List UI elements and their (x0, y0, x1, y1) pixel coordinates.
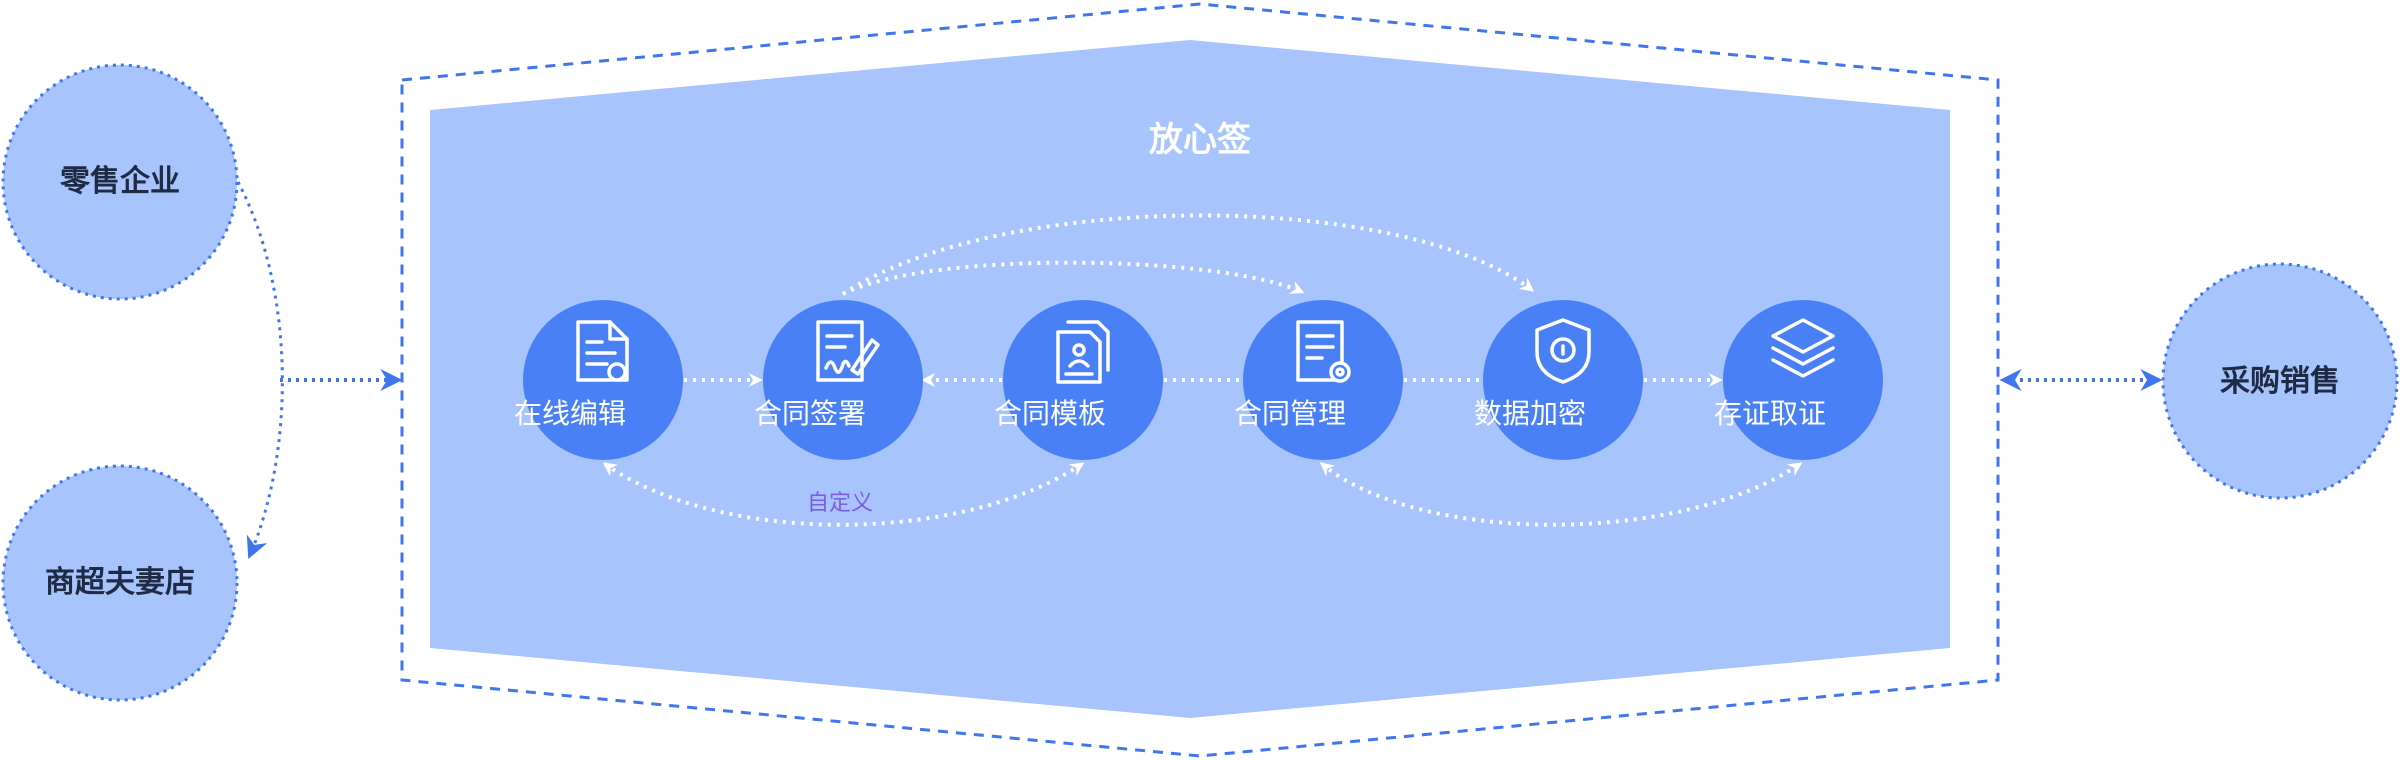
node-label-contract-manage: 合同管理 (1233, 397, 1346, 430)
platform-panel (430, 40, 1950, 718)
node-label-online-edit: 在线编辑 (513, 397, 626, 430)
retail-enterprise-circle (1, 63, 239, 301)
platform-outer-boundary (400, 2, 2000, 758)
node-contract-manage (1243, 300, 1403, 460)
retail-to-shop-connector (236, 181, 284, 560)
mom-pop-shop-label: 商超夫妻店 (45, 565, 195, 600)
node-label-contract-template: 合同模板 (993, 397, 1106, 430)
purchase-sales-label: 采购销售 (2220, 364, 2340, 399)
node-connectors (602, 213, 1803, 527)
sign-to-manage-arc (842, 260, 1305, 296)
node-online-edit (523, 300, 683, 460)
layers-icon (1771, 318, 1835, 378)
custom-label: 自定义 (806, 491, 873, 516)
node-label-data-encrypt: 数据加密 (1473, 397, 1586, 430)
contract-manage-icon (1296, 320, 1351, 383)
contract-sign-icon (816, 320, 880, 382)
contract-template-icon (1056, 320, 1110, 384)
shield-lock-icon (1535, 318, 1591, 384)
node-label-contract-sign: 合同签署 (753, 397, 866, 430)
node-label-evidence: 存证取证 (1713, 397, 1826, 430)
node-contract-sign (763, 300, 923, 460)
mom-pop-shop-circle (1, 464, 239, 702)
online-edit-icon (576, 320, 629, 382)
platform-title: 放心签 (1149, 120, 1251, 160)
retail-enterprise-label: 零售企业 (60, 164, 180, 199)
node-contract-template (1003, 300, 1163, 460)
node-data-encrypt (1483, 300, 1643, 460)
node-evidence (1723, 300, 1883, 460)
purchase-sales-circle (2161, 262, 2399, 500)
